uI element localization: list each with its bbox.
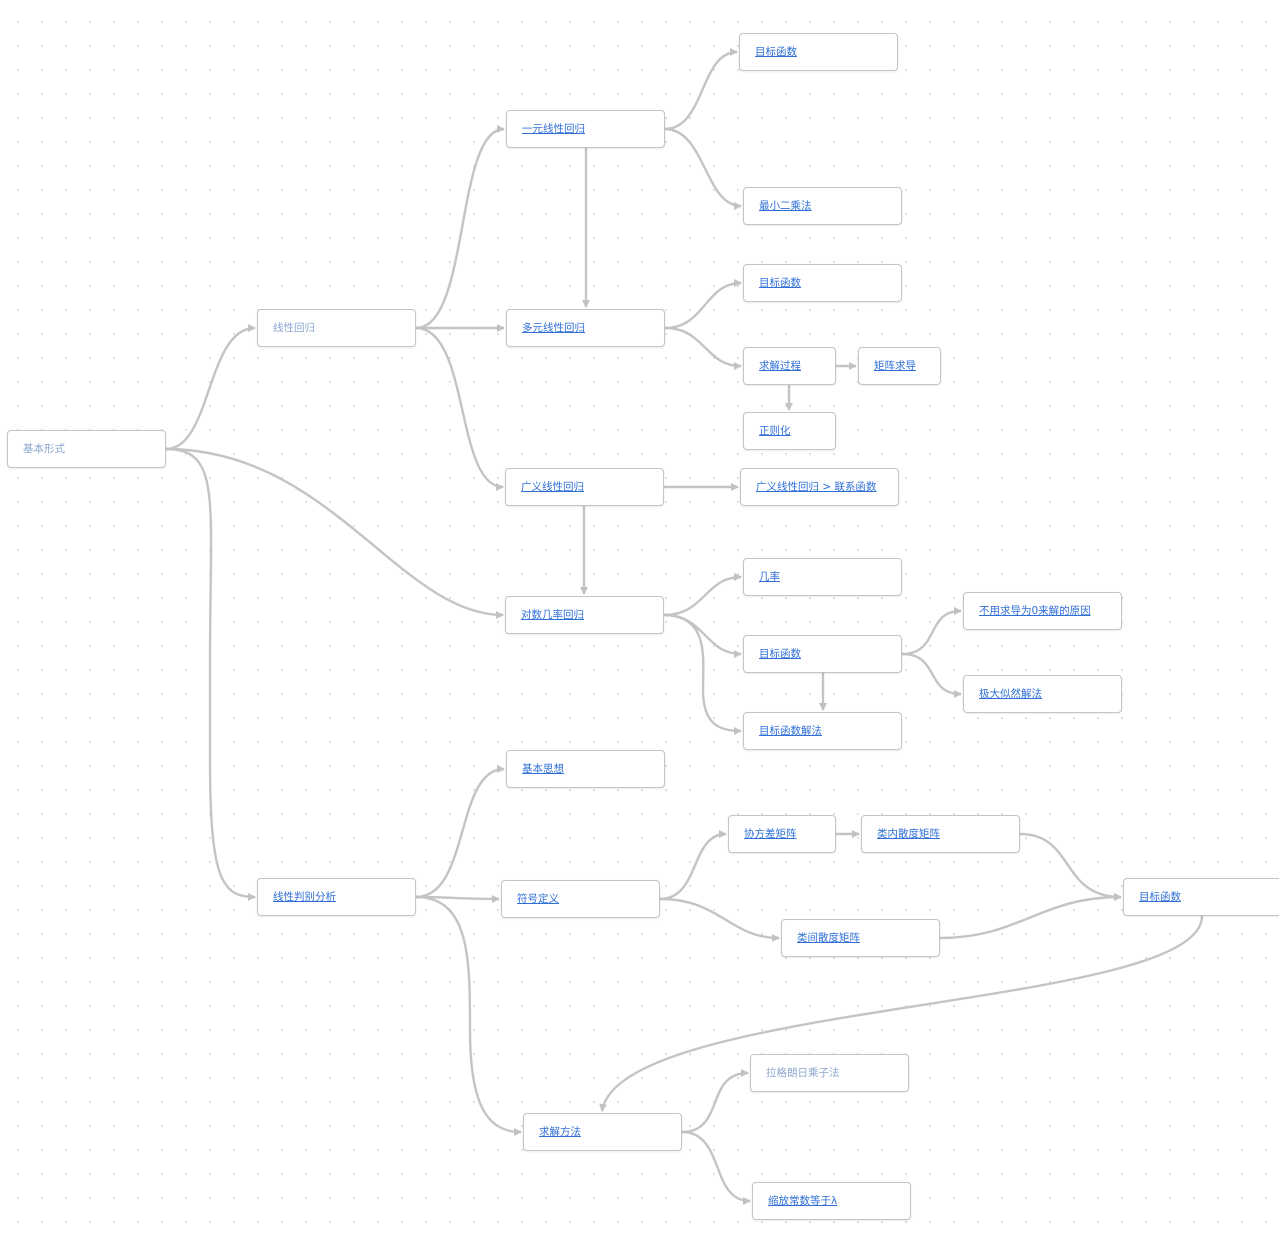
- node-link[interactable]: 对数几率回归: [521, 609, 584, 621]
- node-link[interactable]: 最小二乘法: [759, 200, 812, 212]
- edge-within-scatter-to-objective: [1019, 832, 1122, 901]
- node-link[interactable]: 类内散度矩阵: [877, 828, 940, 840]
- node-link[interactable]: 目标函数: [759, 648, 801, 660]
- node-objective-function[interactable]: 目标函数: [1123, 878, 1279, 916]
- node-generalized-linear-regression[interactable]: 广义线性回归: [505, 468, 664, 506]
- node-link[interactable]: 广义线性回归: [521, 481, 584, 493]
- node-regularization[interactable]: 正则化: [743, 412, 836, 450]
- node-objective-function[interactable]: 目标函数: [743, 264, 902, 302]
- node-lda[interactable]: 线性判别分析: [257, 878, 416, 916]
- node-link[interactable]: 几率: [759, 571, 780, 583]
- node-link[interactable]: 目标函数: [755, 46, 797, 58]
- node-link[interactable]: 目标函数: [759, 277, 801, 289]
- node-link[interactable]: 一元线性回归: [522, 123, 585, 135]
- edge-basic-to-lda: [165, 447, 256, 901]
- edge-solution-to-lagrange: [681, 1069, 749, 1134]
- node-solution-method[interactable]: 求解方法: [523, 1113, 682, 1151]
- node-max-likelihood[interactable]: 极大似然解法: [963, 675, 1122, 713]
- edge-basic-to-logistic: [165, 447, 504, 619]
- node-label: 拉格朗日乘子法: [766, 1067, 840, 1079]
- node-link[interactable]: 缩放常数等于λ: [768, 1195, 838, 1207]
- node-link[interactable]: 目标函数解法: [759, 725, 822, 737]
- node-linear-regression[interactable]: 线性回归: [257, 309, 416, 347]
- edge-objective-to-max-likelihood: [901, 652, 962, 698]
- node-scaling-constant[interactable]: 缩放常数等于λ: [752, 1182, 911, 1220]
- edge-symbol-to-between-scatter: [659, 897, 780, 942]
- edge-lda-to-basic-idea: [415, 765, 505, 899]
- node-why-not-derivative-zero[interactable]: 不用求导为0来解的原因: [963, 592, 1122, 630]
- edge-objective-to-solution-method: [599, 915, 1204, 1112]
- node-within-class-scatter[interactable]: 类内散度矩阵: [861, 815, 1020, 853]
- node-objective-function[interactable]: 目标函数: [739, 33, 898, 71]
- node-objective-solution[interactable]: 目标函数解法: [743, 712, 902, 750]
- node-link[interactable]: 求解过程: [759, 360, 801, 372]
- node-link[interactable]: 多元线性回归: [522, 322, 585, 334]
- node-link[interactable]: 基本思想: [522, 763, 564, 775]
- node-least-squares[interactable]: 最小二乘法: [743, 187, 902, 225]
- edge-multiple-to-solving: [664, 326, 742, 370]
- node-link[interactable]: 正则化: [759, 425, 791, 437]
- edge-logistic-to-odds: [663, 573, 742, 617]
- edge-symbol-to-covariance: [659, 830, 727, 901]
- node-link[interactable]: 目标函数: [1139, 891, 1181, 903]
- node-multiple-linear-regression[interactable]: 多元线性回归: [506, 309, 665, 347]
- node-link[interactable]: 求解方法: [539, 1126, 581, 1138]
- node-between-class-scatter[interactable]: 类间散度矩阵: [781, 919, 940, 957]
- node-simple-linear-regression[interactable]: 一元线性回归: [506, 110, 665, 148]
- edge-lr-to-generalized: [415, 326, 504, 491]
- edge-basic-to-linear-regression: [165, 324, 256, 451]
- node-matrix-derivative[interactable]: 矩阵求导: [858, 347, 941, 385]
- edge-simple-to-least-squares: [664, 127, 742, 210]
- node-label: 基本形式: [23, 443, 65, 455]
- node-logistic-regression[interactable]: 对数几率回归: [505, 596, 664, 634]
- edge-simple-to-objective: [664, 48, 738, 131]
- node-link[interactable]: 符号定义: [517, 893, 559, 905]
- edge-between-scatter-to-objective: [939, 893, 1122, 940]
- edge-lda-to-solution-method: [415, 895, 522, 1136]
- node-link[interactable]: 广义线性回归 > 联系函数: [756, 481, 877, 493]
- node-objective-function[interactable]: 目标函数: [743, 635, 902, 673]
- node-link[interactable]: 类间散度矩阵: [797, 932, 860, 944]
- edge-lr-to-simple: [415, 125, 505, 330]
- node-odds[interactable]: 几率: [743, 558, 902, 596]
- edge-objective-to-why-not-zero: [901, 607, 962, 656]
- node-covariance-matrix[interactable]: 协方差矩阵: [728, 815, 836, 853]
- node-link[interactable]: 极大似然解法: [979, 688, 1042, 700]
- node-label: 线性回归: [273, 322, 315, 334]
- node-link[interactable]: 不用求导为0来解的原因: [979, 605, 1091, 617]
- node-lagrange-multiplier[interactable]: 拉格朗日乘子法: [750, 1054, 909, 1092]
- node-link[interactable]: 线性判别分析: [273, 891, 336, 903]
- node-solving-process[interactable]: 求解过程: [743, 347, 836, 385]
- node-basic-idea[interactable]: 基本思想: [506, 750, 665, 788]
- node-link[interactable]: 矩阵求导: [874, 360, 916, 372]
- node-link[interactable]: 协方差矩阵: [744, 828, 797, 840]
- node-basic-form[interactable]: 基本形式: [7, 430, 166, 468]
- edge-multiple-to-objective: [664, 279, 742, 330]
- node-link-function[interactable]: 广义线性回归 > 联系函数: [740, 468, 899, 506]
- edge-solution-to-scaling: [681, 1130, 751, 1205]
- edge-logistic-to-objective-solution: [663, 613, 742, 735]
- node-symbol-definition[interactable]: 符号定义: [501, 880, 660, 918]
